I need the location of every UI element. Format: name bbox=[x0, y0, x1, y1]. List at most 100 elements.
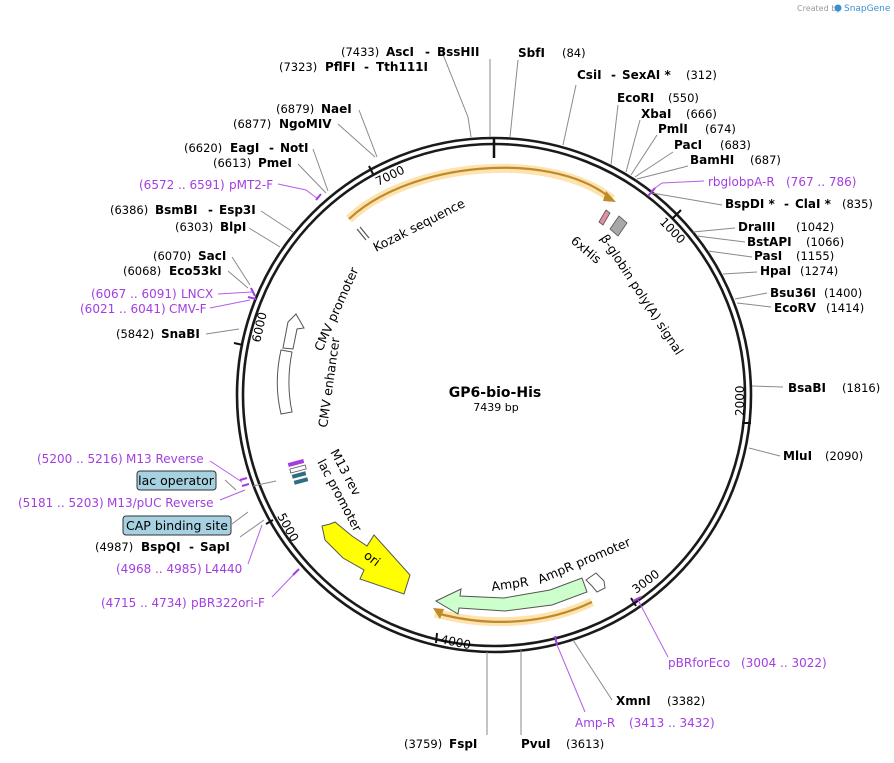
site-mluI[interactable]: MluI (2090) bbox=[783, 449, 863, 463]
cap-site-box-rect bbox=[122, 515, 232, 536]
leader-bsu36I bbox=[734, 292, 768, 300]
site-pos: (84) bbox=[562, 46, 586, 60]
leader-ecoRI bbox=[610, 104, 619, 166]
site-snaBI[interactable]: (5842) SnaBI bbox=[116, 327, 200, 341]
site-name2: Tth111I bbox=[376, 60, 428, 74]
site-ascI[interactable]: (7433) AscI - BssHII bbox=[341, 45, 479, 59]
snapgene-logo-icon bbox=[834, 4, 842, 12]
site-name: PacI bbox=[674, 138, 702, 152]
ampr-label: AmpR bbox=[490, 574, 529, 594]
site-ecoRV[interactable]: EcoRV (1414) bbox=[774, 301, 864, 315]
site-pos: (835) bbox=[842, 197, 873, 211]
primer-lncx[interactable]: (6067 .. 6091) LNCX bbox=[91, 287, 213, 301]
site-pos: (6620) bbox=[184, 141, 222, 155]
site-name: BspQI bbox=[141, 540, 181, 554]
site-name: NaeI bbox=[321, 102, 352, 116]
site-pos: (3613) bbox=[566, 737, 604, 751]
primer-pBR322ori-F[interactable]: (4715 .. 4734) pBR322ori-F bbox=[101, 596, 265, 610]
site-separator: - bbox=[364, 60, 369, 74]
site-bsmBI[interactable]: (6386) BsmBI - Esp3I bbox=[110, 203, 256, 217]
site-blpI[interactable]: (6303) BlpI bbox=[175, 220, 246, 234]
primer-pMT2-F[interactable]: (6572 .. 6591) pMT2-F bbox=[139, 178, 273, 192]
primer-name: pMT2-F bbox=[229, 178, 273, 192]
site-pmeI[interactable]: (6613) PmeI bbox=[213, 156, 292, 170]
tick-3000 bbox=[630, 597, 637, 607]
site-ecoRI[interactable]: EcoRI (550) bbox=[617, 91, 699, 105]
primer-leader-amp-R bbox=[554, 639, 586, 713]
site-name2: BssHII bbox=[437, 45, 479, 59]
site-bamHI[interactable]: BamHI (687) bbox=[690, 153, 781, 167]
kozak-mark-1 bbox=[356, 228, 367, 241]
primer-m13-puc-reverse[interactable]: (5181 .. 5203) M13/pUC Reverse bbox=[18, 496, 214, 510]
site-name2: NotI bbox=[280, 141, 309, 155]
site-naeI[interactable]: (6879) NaeI bbox=[276, 102, 352, 116]
site-separator: - bbox=[784, 197, 789, 211]
site-xbaI[interactable]: XbaI (666) bbox=[641, 107, 717, 121]
primer-range: (767 .. 786) bbox=[786, 175, 856, 189]
primer-mark-pBRforEco bbox=[632, 596, 642, 602]
primer-leader-pBRforEco bbox=[637, 599, 669, 658]
site-sacI[interactable]: (6070) SacI bbox=[153, 249, 226, 263]
leader-mluI bbox=[748, 447, 781, 457]
lac-operator-label: lac operator bbox=[138, 473, 215, 488]
lac-region: M13 rev lac promoter bbox=[287, 446, 366, 535]
site-bspQI[interactable]: (4987) BspQI - SapI bbox=[95, 540, 230, 554]
site-pos: (1816) bbox=[842, 381, 880, 395]
tick-4000 bbox=[435, 632, 438, 644]
site-name: SbfI bbox=[518, 46, 545, 60]
ampr-promoter-label: AmpR promoter bbox=[535, 534, 633, 587]
primer-name: M13/pUC Reverse bbox=[107, 496, 214, 510]
site-pflFI[interactable]: (7323) PflFI - Tth111I bbox=[279, 60, 428, 74]
site-pos: (1400) bbox=[824, 286, 862, 300]
site-pos: (3759) bbox=[404, 737, 442, 751]
leader-naeI bbox=[358, 109, 378, 158]
site-pvuI[interactable]: PvuI (3613) bbox=[521, 737, 604, 751]
lac-promoter-bar bbox=[289, 464, 307, 474]
site-eagI[interactable]: (6620) EagI - NotI bbox=[184, 141, 309, 155]
leader-ascI bbox=[441, 51, 472, 138]
site-name: BsmBI bbox=[155, 203, 197, 217]
primer-amp-R[interactable]: Amp-R (3413 .. 3432) bbox=[575, 716, 715, 730]
site-hpaI[interactable]: HpaI (1274) bbox=[760, 264, 838, 278]
site-separator: - bbox=[425, 45, 430, 59]
primer-cmv-f[interactable]: (6021 .. 6041) CMV-F bbox=[80, 302, 207, 316]
site-csiI[interactable]: CsiI - SexAI * (312) bbox=[577, 68, 717, 82]
cap-site-box: CAP binding site bbox=[122, 515, 232, 536]
site-pos: (683) bbox=[720, 138, 751, 152]
site-pacI[interactable]: PacI (683) bbox=[674, 138, 751, 152]
site-xmnI[interactable]: XmnI (3382) bbox=[616, 694, 705, 708]
primer-pBRforEco[interactable]: pBRforEco (3004 .. 3022) bbox=[668, 656, 827, 670]
site-bsaBI[interactable]: BsaBI (1816) bbox=[788, 381, 880, 395]
primer-rbglobpA-R[interactable]: rbglobpA-R (767 .. 786) bbox=[708, 175, 856, 189]
site-name2: SexAI * bbox=[622, 68, 671, 82]
site-pos: (6070) bbox=[153, 249, 191, 263]
leader-pacI bbox=[634, 151, 674, 178]
site-name: BsaBI bbox=[788, 381, 826, 395]
site-bstAPI[interactable]: BstAPI (1066) bbox=[747, 235, 844, 249]
site-eco53kI[interactable]: (6068) Eco53kI bbox=[123, 264, 222, 278]
primer-L4440[interactable]: (4968 .. 4985) L4440 bbox=[116, 562, 242, 576]
site-sbfI[interactable]: SbfI (84) bbox=[518, 46, 586, 60]
site-fspI[interactable]: (3759) FspI bbox=[404, 737, 477, 751]
primer-mark-lncx bbox=[250, 287, 256, 297]
leader-cap-site bbox=[231, 511, 249, 525]
cmv-promoter-arrow bbox=[282, 313, 305, 350]
primer-m13-reverse[interactable]: (5200 .. 5216) M13 Reverse bbox=[37, 452, 204, 466]
leader-bsaBI bbox=[751, 385, 784, 388]
site-bsu36I[interactable]: Bsu36I (1400) bbox=[770, 286, 862, 300]
leader-bstAPI bbox=[696, 235, 746, 243]
site-name: PmlI bbox=[658, 122, 688, 136]
ampr-arc-line bbox=[439, 601, 593, 623]
site-bspDI[interactable]: BspDI * - ClaI * (835) bbox=[725, 197, 873, 211]
site-draIII[interactable]: DraIII (1042) bbox=[738, 220, 834, 234]
site-pasI[interactable]: PasI (1155) bbox=[754, 249, 834, 263]
site-ngoMIV[interactable]: (6877) NgoMIV bbox=[233, 117, 332, 131]
site-pos: (2090) bbox=[825, 449, 863, 463]
site-labels: (7433) AscI - BssHII (7323) PflFI - Tth1… bbox=[95, 45, 880, 751]
site-name: FspI bbox=[449, 737, 477, 751]
site-pmlI[interactable]: PmlI (674) bbox=[658, 122, 736, 136]
primer-range: (5200 .. 5216) bbox=[37, 452, 123, 466]
leader-hpaI bbox=[722, 271, 758, 275]
leader-ngoMIV bbox=[337, 123, 376, 158]
